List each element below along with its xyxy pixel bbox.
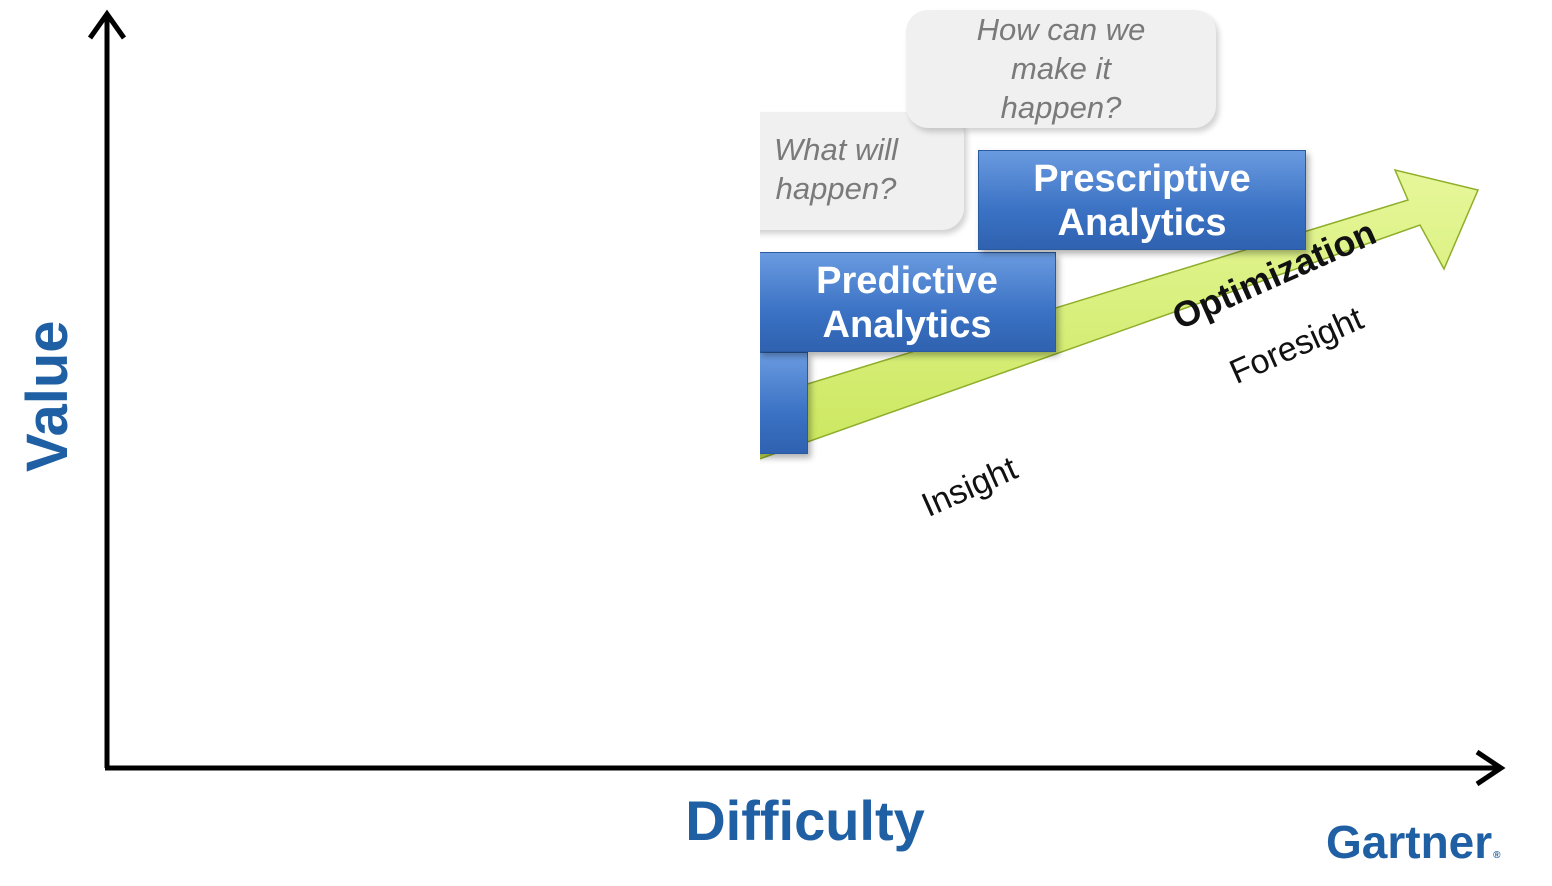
y-axis-arrowhead [87,9,127,40]
axes-diagram [87,9,1506,787]
predictive-question-text: What will happen? [773,132,898,206]
prescriptive-question-line3: happen? [1000,90,1122,125]
prescriptive-analytics-line1: Prescriptive [1033,158,1251,200]
predictive-analytics-line1: Predictive [816,260,998,302]
gartner-logo: Gartner® [1326,812,1501,886]
predictive-analytics-line2: Analytics [822,304,992,346]
prescriptive-question-line1: How can we [976,12,1146,47]
predictive-question-bubble: What will happen? [760,112,964,230]
predictive-analytics-box: Predictive Analytics [760,252,1056,352]
prescriptive-analytics-line2: Analytics [1057,202,1227,244]
prescriptive-question-bubble: How can we make it happen? [906,10,1216,128]
gartner-logo-text: Gartner [1326,816,1493,868]
x-axis-title: Difficulty [685,789,925,852]
y-axis-title: Value [15,320,80,472]
prescriptive-analytics-box: Prescriptive Analytics [978,150,1306,250]
descriptive-analytics-box [760,352,808,454]
x-axis-arrowhead [1475,749,1506,787]
analytics-panel: What will happen? How can we make it hap… [760,0,1552,560]
prescriptive-question-line2: make it [1011,51,1111,86]
registered-mark: ® [1493,850,1501,861]
